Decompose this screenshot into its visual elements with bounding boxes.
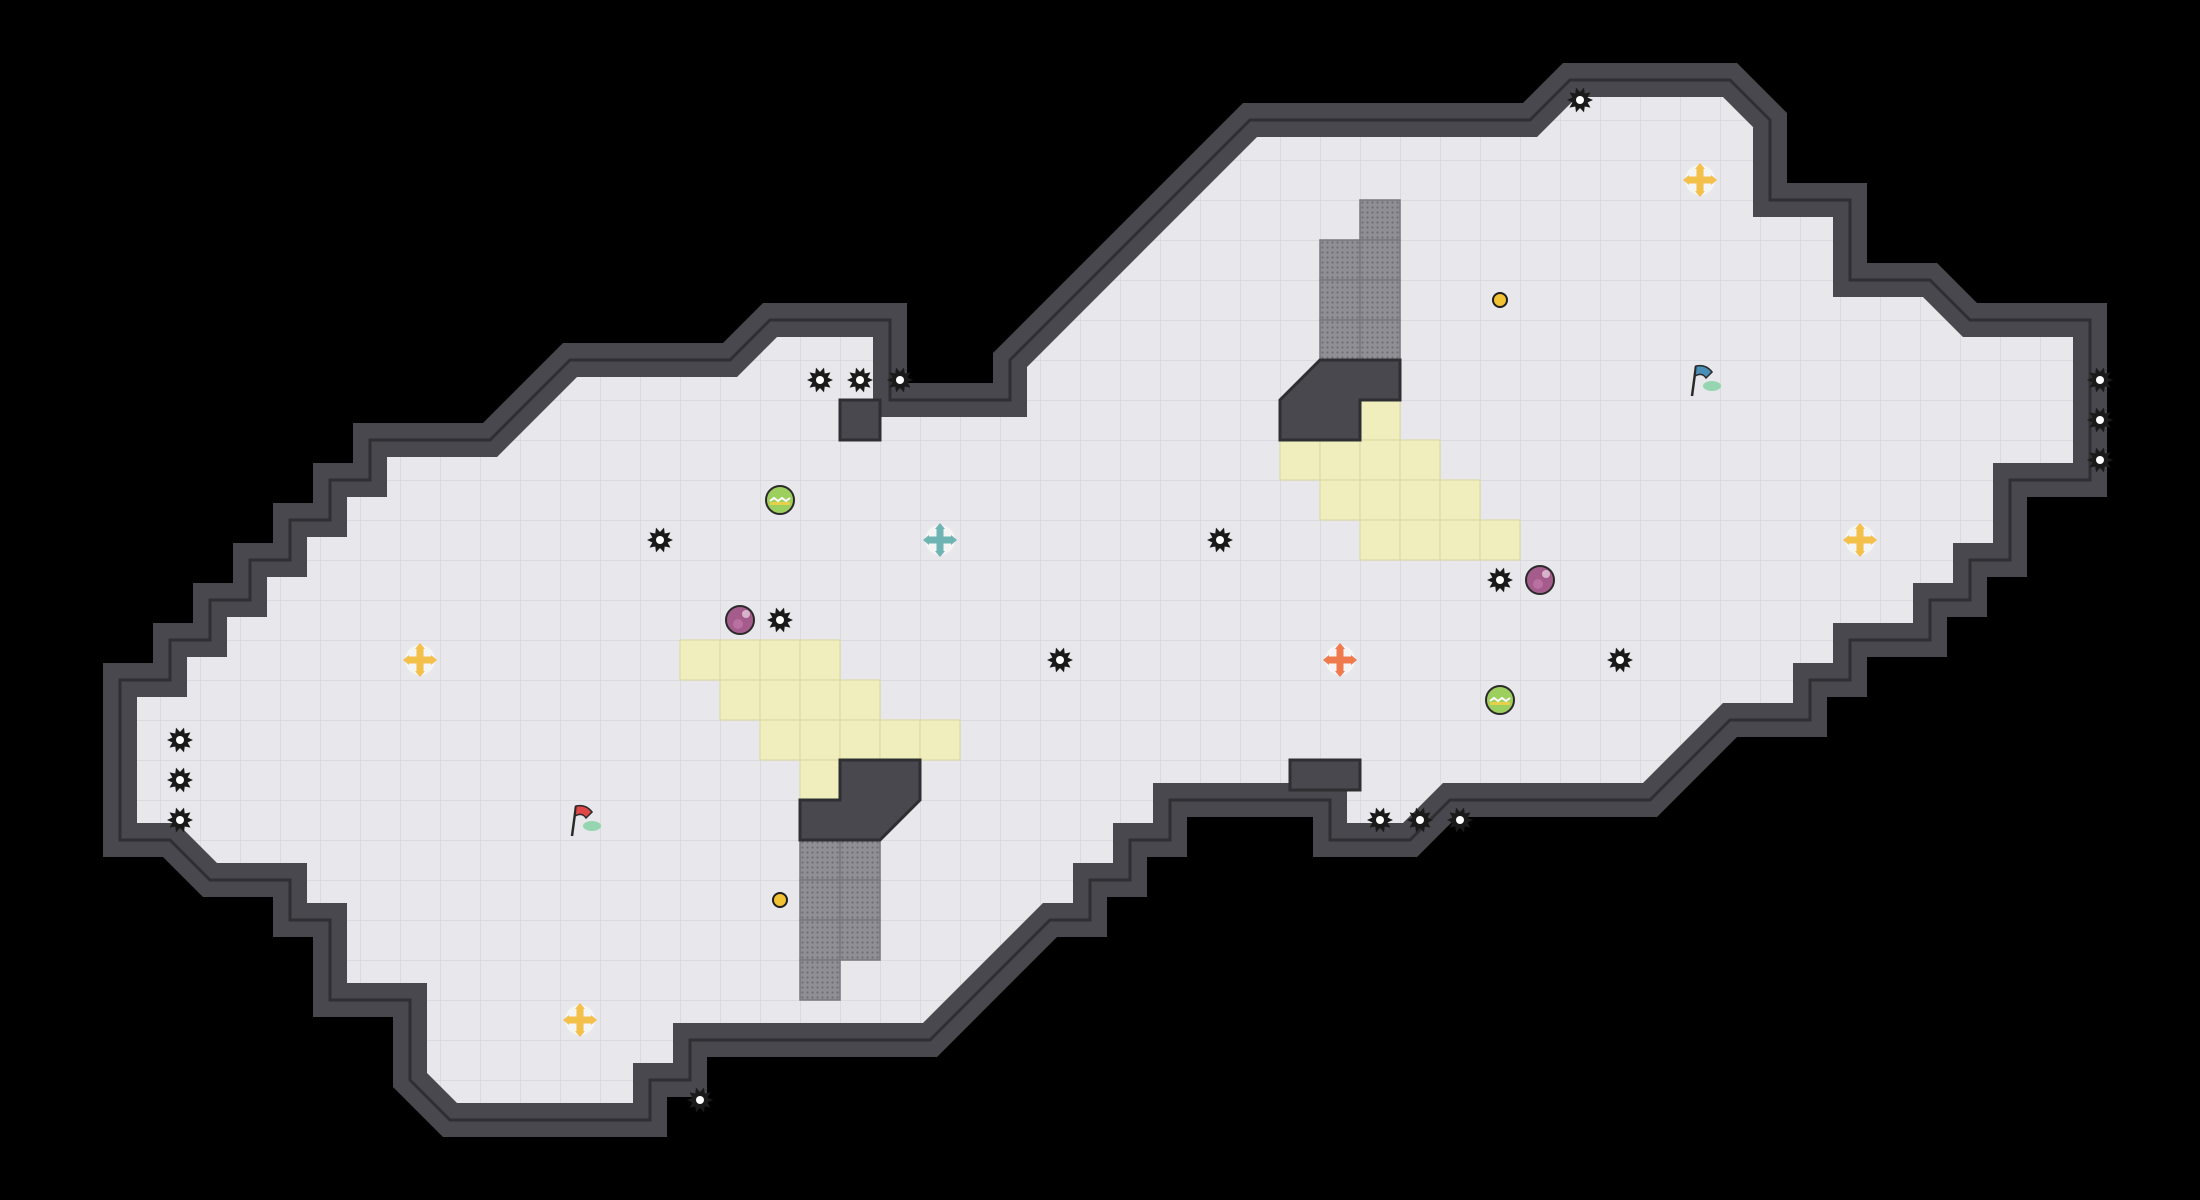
- flag-icon: [570, 804, 601, 837]
- spike-icon: [1487, 567, 1513, 593]
- grate-tile: [1319, 279, 1361, 321]
- grate-tile: [839, 879, 881, 921]
- inner-wall-block: [838, 398, 882, 442]
- green-orb-icon: [1485, 685, 1515, 715]
- spike-icon: [1207, 527, 1233, 553]
- spike-icon: [167, 807, 193, 833]
- spike-icon: [767, 607, 793, 633]
- sand-tile: [759, 639, 801, 681]
- purple-orb-icon: [725, 605, 755, 635]
- sand-tile: [759, 719, 801, 761]
- sand-tile: [1399, 519, 1441, 561]
- sand-tile: [679, 639, 721, 681]
- outer-wall-edge: [118, 78, 2092, 1122]
- spike-icon: [167, 767, 193, 793]
- grate-tile: [799, 879, 841, 921]
- sand-tile: [879, 719, 921, 761]
- floor-layer: [120, 80, 2090, 1120]
- sand-tile: [839, 719, 881, 761]
- grate-tile: [1359, 239, 1401, 281]
- entity-layer: [167, 87, 2113, 1113]
- spike-icon: [2087, 367, 2113, 393]
- sand-tile: [1319, 439, 1361, 481]
- sand-layer: [679, 399, 1521, 801]
- sand-tile: [1359, 519, 1401, 561]
- grate-layer: [799, 199, 1401, 1001]
- spike-icon: [2087, 407, 2113, 433]
- grate-tile: [1359, 279, 1401, 321]
- sand-tile: [1479, 519, 1521, 561]
- sand-tile: [1439, 479, 1481, 521]
- flag-icon: [1690, 364, 1721, 397]
- spike-icon: [687, 1087, 713, 1113]
- sand-tile: [1399, 439, 1441, 481]
- sand-tile: [799, 679, 841, 721]
- sand-tile: [919, 719, 961, 761]
- coin-icon: [1492, 292, 1508, 308]
- sand-tile: [1319, 479, 1361, 521]
- sand-tile: [1359, 399, 1401, 441]
- inner-wall-block: [1278, 358, 1402, 442]
- spike-icon: [1607, 647, 1633, 673]
- spike-icon: [1367, 807, 1393, 833]
- spike-icon: [887, 367, 913, 393]
- spike-icon: [807, 367, 833, 393]
- grate-tile: [1319, 239, 1361, 281]
- sand-tile: [719, 639, 761, 681]
- spike-icon: [2087, 447, 2113, 473]
- spike-icon: [1447, 807, 1473, 833]
- plus-boost-icon: [1323, 643, 1357, 677]
- grate-tile: [799, 959, 841, 1001]
- plus-boost-icon: [1843, 523, 1877, 557]
- floor-area: [120, 80, 2090, 1120]
- spike-icon: [167, 727, 193, 753]
- spike-icon: [1407, 807, 1433, 833]
- coin-icon: [772, 892, 788, 908]
- spike-icon: [847, 367, 873, 393]
- sand-tile: [1399, 479, 1441, 521]
- plus-boost-icon: [563, 1003, 597, 1037]
- sand-tile: [1359, 439, 1401, 481]
- plus-boost-icon: [403, 643, 437, 677]
- sand-tile: [839, 679, 881, 721]
- spike-icon: [1567, 87, 1593, 113]
- spike-icon: [647, 527, 673, 553]
- sand-tile: [799, 759, 841, 801]
- grate-tile: [1359, 319, 1401, 361]
- sand-tile: [1279, 439, 1321, 481]
- grate-tile: [799, 919, 841, 961]
- sand-tile: [799, 719, 841, 761]
- grate-tile: [1359, 199, 1401, 241]
- green-orb-icon: [765, 485, 795, 515]
- sand-tile: [759, 679, 801, 721]
- inner-wall-block: [1288, 758, 1362, 792]
- grate-tile: [839, 919, 881, 961]
- wall-layer: [103, 63, 2107, 1137]
- grate-tile: [1319, 319, 1361, 361]
- purple-orb-icon: [1525, 565, 1555, 595]
- spike-icon: [1047, 647, 1073, 673]
- grate-tile: [839, 839, 881, 881]
- plus-boost-icon: [923, 523, 957, 557]
- sand-tile: [719, 679, 761, 721]
- grate-tile: [799, 839, 841, 881]
- sand-tile: [1439, 519, 1481, 561]
- inner-wall-block: [798, 758, 922, 842]
- sand-tile: [1359, 479, 1401, 521]
- sand-tile: [799, 639, 841, 681]
- plus-boost-icon: [1683, 163, 1717, 197]
